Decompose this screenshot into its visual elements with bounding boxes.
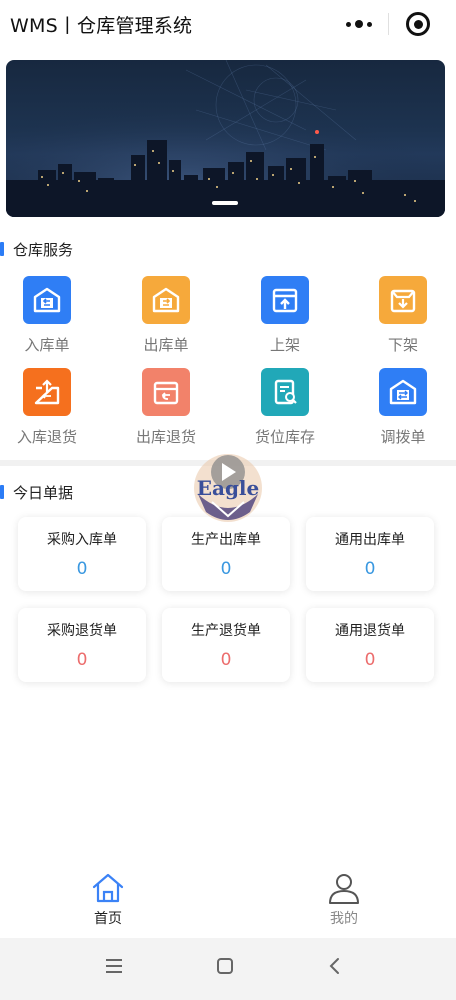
return-in-icon	[23, 368, 71, 416]
service-outbound-return[interactable]: 出库退货	[116, 368, 216, 448]
transfer-icon	[379, 368, 427, 416]
card-production-return[interactable]: 生产退货单 0	[162, 608, 290, 682]
target-icon	[406, 12, 430, 36]
box-down-icon	[379, 276, 427, 324]
navigation-header: WMS丨仓库管理系统	[0, 0, 456, 50]
card-purchase-return[interactable]: 采购退货单 0	[18, 608, 146, 682]
card-general-outbound[interactable]: 通用出库单 0	[306, 517, 434, 591]
banner-carousel[interactable]	[6, 60, 445, 217]
eagle-watermark-logo: Eagle	[192, 452, 264, 526]
card-general-return[interactable]: 通用退货单 0	[306, 608, 434, 682]
service-shelve[interactable]: 上架	[235, 276, 335, 356]
service-outbound-order[interactable]: 出库单	[116, 276, 216, 356]
tab-mine[interactable]: 我的	[284, 872, 404, 932]
service-transfer-order[interactable]: 调拨单	[353, 368, 453, 448]
back-icon	[329, 958, 339, 974]
card-purchase-inbound[interactable]: 采购入库单 0	[18, 517, 146, 591]
home-icon	[92, 873, 124, 903]
service-inbound-order[interactable]: 入库单	[0, 276, 97, 356]
location-stock-icon	[261, 368, 309, 416]
mini-program-capsule	[330, 6, 448, 42]
service-unshelve[interactable]: 下架	[353, 276, 453, 356]
bottom-tab-bar: 首页 我的	[0, 866, 456, 938]
tab-home[interactable]: 首页	[48, 872, 168, 932]
user-icon	[329, 874, 359, 904]
warehouse-in-icon	[23, 276, 71, 324]
service-inbound-return[interactable]: 入库退货	[0, 368, 97, 448]
services-section-title: 仓库服务	[0, 239, 73, 259]
capsule-divider	[388, 13, 389, 35]
box-up-icon	[261, 276, 309, 324]
back-button[interactable]	[315, 950, 355, 982]
square-icon	[217, 958, 233, 974]
city-skyline-image	[6, 60, 445, 217]
return-out-icon	[142, 368, 190, 416]
today-section-title: 今日单据	[0, 482, 73, 502]
recent-apps-button[interactable]	[94, 950, 134, 982]
section-accent-bar	[0, 485, 4, 499]
warehouse-out-icon	[142, 276, 190, 324]
close-mini-program-button[interactable]	[389, 6, 447, 42]
more-dots-icon	[346, 21, 351, 27]
app-title: WMS丨仓库管理系统	[10, 15, 193, 37]
system-navigation-bar	[0, 938, 456, 1000]
card-production-outbound[interactable]: 生产出库单 0	[162, 517, 290, 591]
home-button[interactable]	[205, 950, 245, 982]
service-location-stock[interactable]: 货位库存	[235, 368, 335, 448]
carousel-indicator	[212, 201, 238, 205]
menu-icon	[106, 959, 122, 973]
section-accent-bar	[0, 242, 4, 256]
more-button[interactable]	[330, 6, 388, 42]
